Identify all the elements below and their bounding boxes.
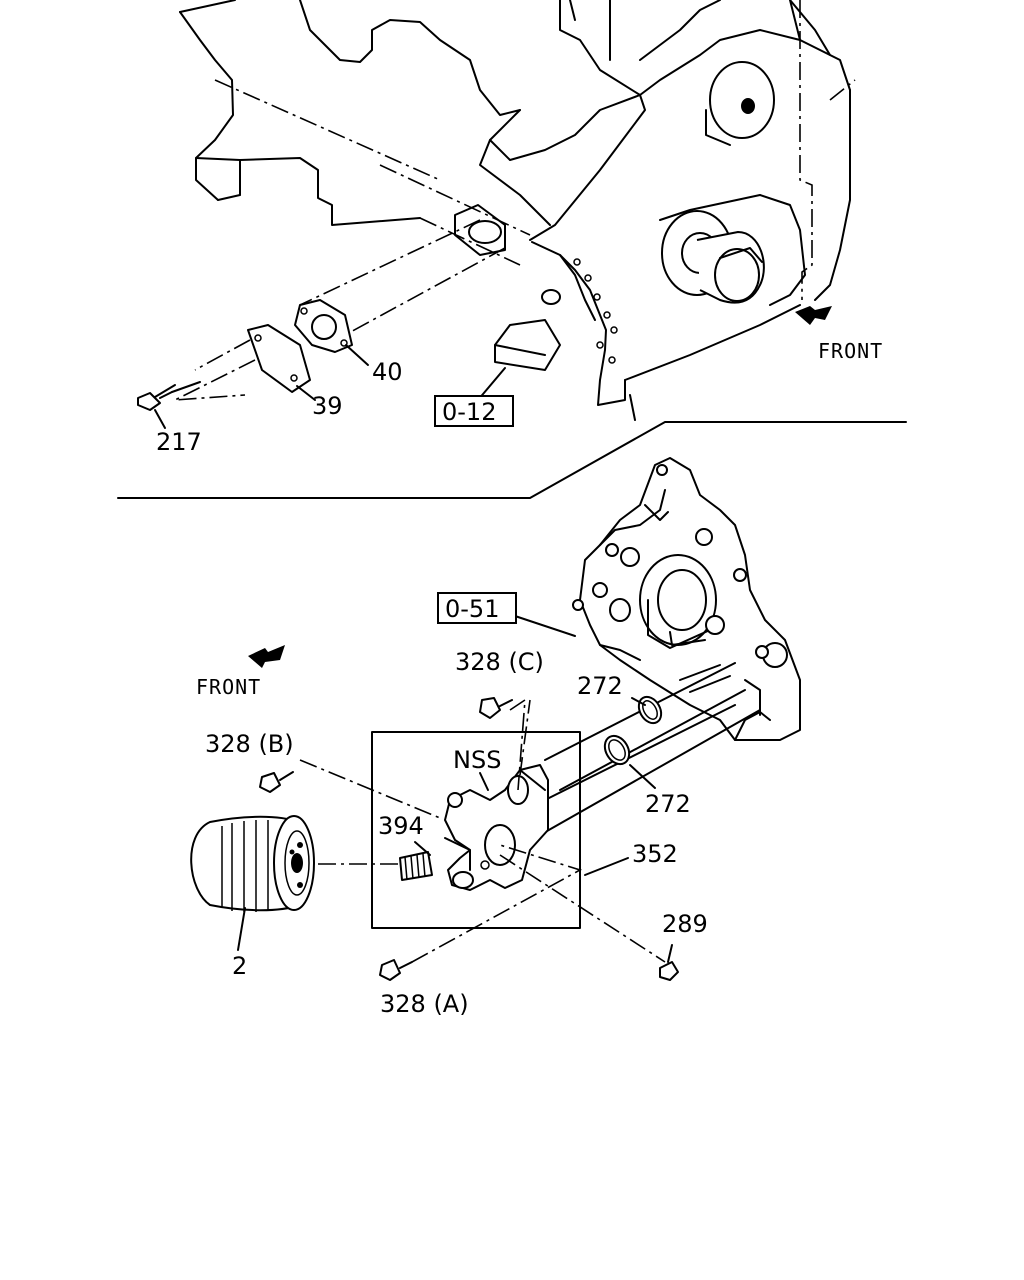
label-40: 40 <box>372 358 403 386</box>
oil-pump-illustration <box>572 457 801 741</box>
label-217: 217 <box>156 428 202 456</box>
bolt-328b <box>259 771 294 793</box>
leaders-top <box>154 344 506 429</box>
label-ref-0-12: 0-12 <box>442 398 496 426</box>
assembly-centerlines-bottom <box>299 698 666 963</box>
oil-pipes-bottom <box>539 662 761 836</box>
housing-group-frame <box>371 731 581 929</box>
front-arrow-top-icon <box>795 306 832 325</box>
oring-272-lower <box>603 734 631 766</box>
bolt-328a <box>379 959 413 981</box>
label-nss: NSS <box>453 746 501 774</box>
oil-filter-housing-352 <box>444 764 549 891</box>
label-front-bottom: FRONT <box>196 675 261 699</box>
label-328c: 328 (C) <box>455 648 544 676</box>
plate-39 <box>247 324 311 393</box>
ref-box-0-12 <box>434 395 514 427</box>
bolt-217 <box>137 381 201 411</box>
leaders-bottom <box>237 615 673 963</box>
relief-valve-394 <box>399 851 433 881</box>
label-352: 352 <box>632 840 678 868</box>
label-328a: 328 (A) <box>380 990 469 1018</box>
label-2: 2 <box>232 952 247 980</box>
oil-filter-2 <box>190 815 315 912</box>
label-289: 289 <box>662 910 708 938</box>
label-ref-0-51: 0-51 <box>445 595 499 623</box>
label-39: 39 <box>312 392 343 420</box>
oil-pipe-centerlines-top <box>174 219 506 401</box>
label-328b: 328 (B) <box>205 730 294 758</box>
front-arrow-bottom-icon <box>248 645 285 668</box>
gasket-40 <box>294 299 353 353</box>
oring-272-upper <box>637 695 663 725</box>
label-272-lower: 272 <box>645 790 691 818</box>
label-394: 394 <box>378 812 424 840</box>
engine-block-illustration <box>179 0 856 421</box>
ref-box-0-51 <box>437 592 517 624</box>
bolt-328c <box>479 697 513 719</box>
label-272-upper: 272 <box>577 672 623 700</box>
label-front-top: FRONT <box>818 339 883 363</box>
plug-289 <box>659 961 679 981</box>
section-divider <box>117 421 907 499</box>
